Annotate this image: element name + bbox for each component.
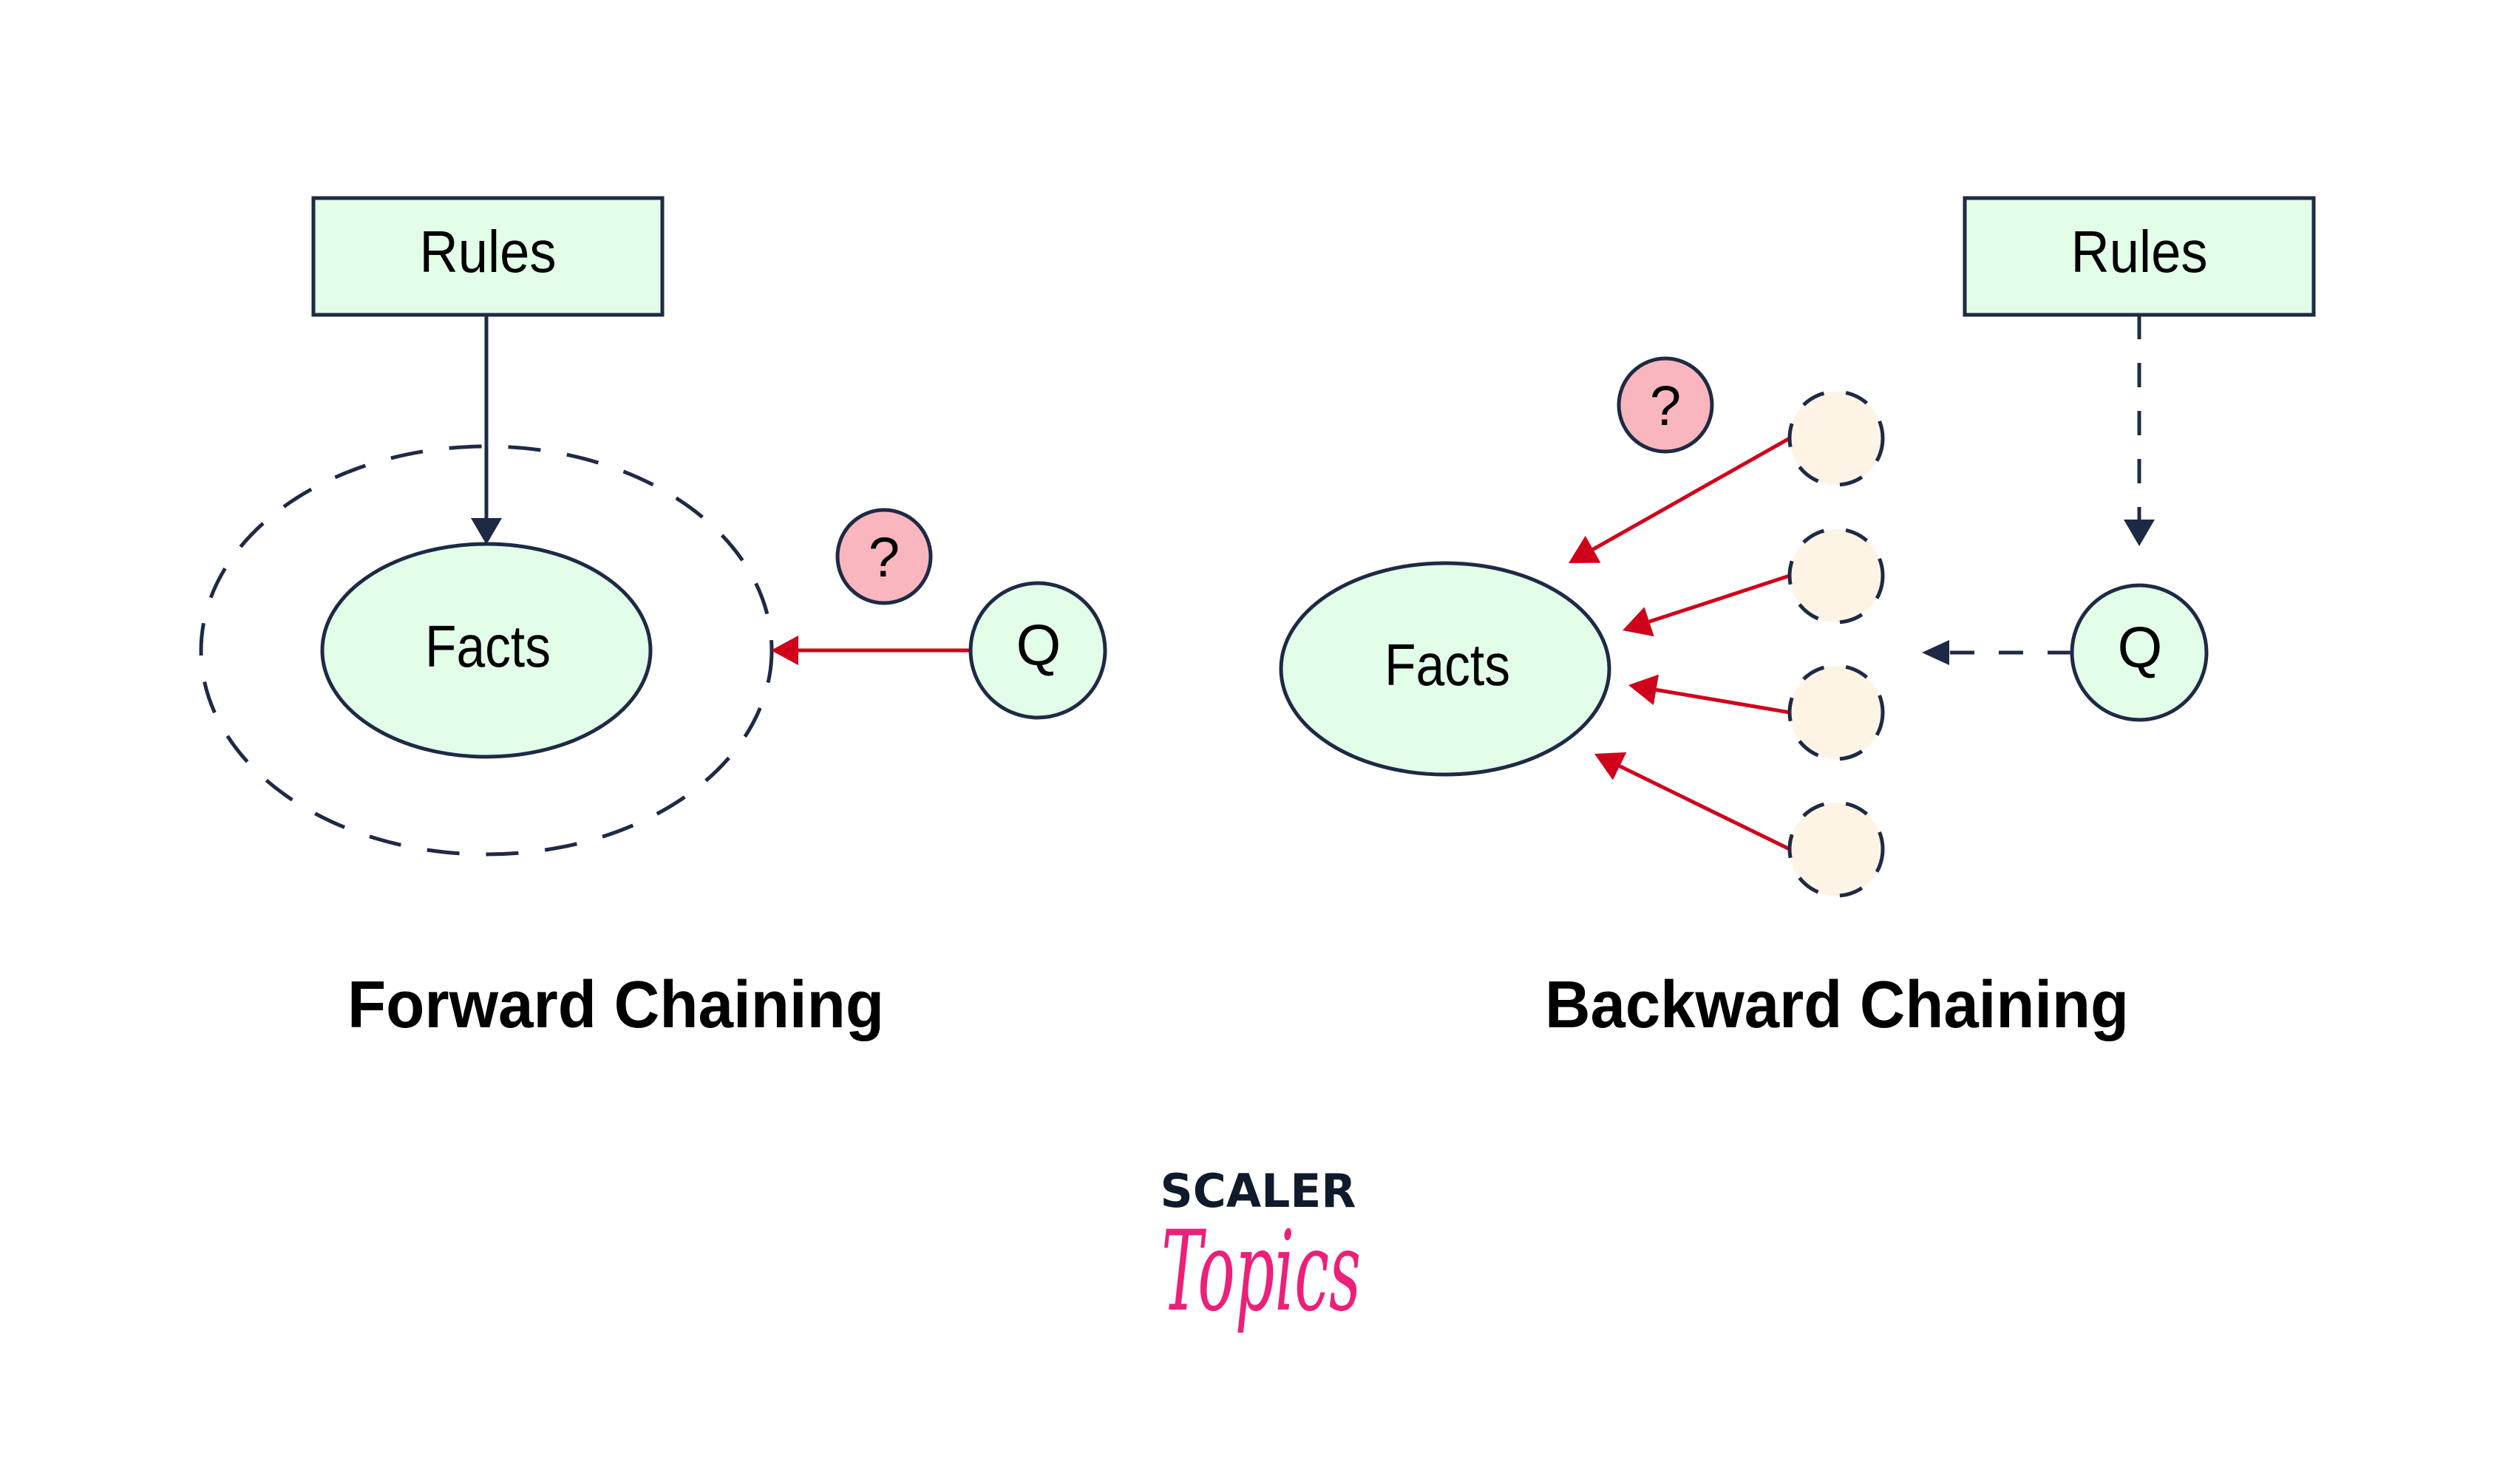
forward-question-circle	[835, 508, 933, 605]
forward-facts-ellipse	[320, 542, 653, 759]
backward-query-to-candidates-arrow	[1922, 640, 2072, 665]
backward-query-label: Q	[2118, 615, 2163, 680]
forward-rules-box	[311, 196, 665, 317]
backward-candidate-group	[1569, 389, 1885, 898]
backward-candidate-3[interactable]	[1628, 664, 1885, 761]
brand-scaler-wordmark: SCALER	[1161, 1164, 1356, 1218]
candidate-to-facts-arrow-line	[1648, 573, 1790, 624]
backward-facts-label: Facts	[1385, 632, 1510, 698]
candidate-to-facts-arrow-line	[1619, 764, 1791, 851]
forward-query-circle	[968, 581, 1107, 720]
backward-chaining-diagram: Rules Q Facts ? Backward Ch	[1279, 196, 2316, 1042]
backward-rules-label: Rules	[2071, 219, 2208, 285]
backward-chaining-title: Backward Chaining	[1545, 968, 2129, 1042]
forward-query-label: Q	[1016, 613, 1061, 678]
backward-candidate-2[interactable]	[1623, 527, 1885, 637]
backward-candidate-4[interactable]	[1594, 752, 1885, 898]
forward-chaining-title: Forward Chaining	[347, 968, 884, 1042]
arrow-head-icon	[1623, 607, 1654, 637]
backward-query-node[interactable]: Q	[2070, 583, 2209, 722]
backward-facts-ellipse	[1279, 561, 1611, 777]
candidate-to-facts-arrow-line	[1656, 687, 1790, 715]
candidate-circle	[1787, 664, 1885, 761]
arrow-head-icon	[1594, 752, 1627, 780]
forward-question-node[interactable]: ?	[835, 508, 933, 605]
backward-rules-to-query-arrow	[2124, 315, 2155, 546]
question-mark-icon: ?	[869, 526, 900, 589]
backward-rules-box	[1963, 196, 2316, 317]
candidate-circle	[1787, 527, 1885, 624]
arrow-head-icon	[1569, 536, 1601, 563]
backward-question-circle	[1617, 356, 1714, 454]
arrow-head-icon	[2124, 520, 2155, 546]
backward-facts-node[interactable]: Facts	[1279, 561, 1611, 777]
arrow-head-icon	[1922, 640, 1949, 665]
question-mark-icon: ?	[1650, 375, 1681, 438]
arrow-head-icon	[471, 518, 502, 545]
backward-question-node[interactable]: ?	[1617, 356, 1714, 454]
candidate-circle	[1787, 389, 1885, 487]
backward-candidate-1[interactable]	[1569, 389, 1885, 563]
forward-rules-to-facts-arrow	[471, 315, 502, 545]
forward-query-to-facts-arrow	[771, 636, 970, 665]
forward-rules-label: Rules	[420, 219, 557, 285]
backward-rules-node[interactable]: Rules	[1963, 196, 2316, 317]
forward-facts-node[interactable]: Facts	[320, 542, 653, 759]
forward-facts-label: Facts	[425, 613, 551, 679]
brand-topics-wordmark: Topics	[1161, 1208, 1361, 1336]
candidate-circle	[1787, 800, 1885, 898]
forward-query-node[interactable]: Q	[968, 581, 1107, 720]
candidate-to-facts-arrow-line	[1591, 436, 1791, 551]
forward-rules-node[interactable]: Rules	[311, 196, 665, 317]
scaler-topics-logo: SCALER Topics	[1161, 1164, 1362, 1336]
arrow-head-icon	[771, 636, 798, 665]
arrow-head-icon	[1628, 674, 1659, 706]
forward-chaining-diagram: Rules Facts ? Q Forward Cha	[199, 196, 1107, 1042]
